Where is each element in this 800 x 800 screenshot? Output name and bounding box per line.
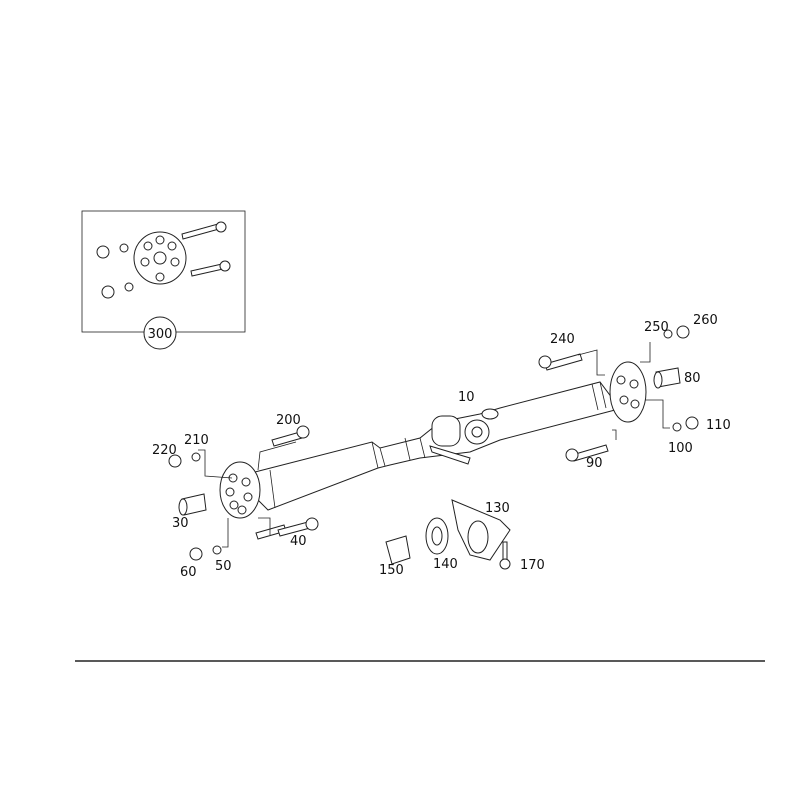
nut-icon [96,245,110,259]
callout-240: 240 [550,332,575,347]
callout-30: 30 [172,516,189,531]
callout-150: 150 [379,563,404,578]
washer-50-icon [212,545,222,555]
washer-icon [124,282,134,292]
nut-60-icon [189,547,203,561]
nut-220-icon [168,454,182,468]
washer-210-icon [191,452,201,462]
callout-40: 40 [290,534,307,549]
nut-110-icon [685,416,699,430]
callout-260: 260 [693,313,718,328]
washer-100-icon [672,422,682,432]
callout-90: 90 [586,456,603,471]
callout-circle [143,316,177,350]
bolt-icon [181,223,220,240]
bolt-icon [190,263,224,277]
callout-50: 50 [215,559,232,574]
washer-250-icon [663,329,673,339]
callout-labels: 10 30 40 50 60 80 90 100 110 130 140 150… [152,313,731,580]
callout-210: 210 [184,433,209,448]
callout-100: 100 [668,441,693,456]
callout-140: 140 [433,557,458,572]
boot-150-icon [385,535,411,565]
callout-250: 250 [644,320,669,335]
callout-80: 80 [684,371,701,386]
nut-icon [101,285,115,299]
washer-icon [119,243,129,253]
center-support-bracket-icon [431,415,461,447]
callout-10: 10 [458,390,475,405]
callout-110: 110 [706,418,731,433]
callout-300: 300 [148,327,173,342]
propeller-shaft [219,361,647,519]
flex-disc-right-icon [609,361,647,423]
callout-130: 130 [485,501,510,516]
flex-disc-kit-inset: 300 [81,210,246,350]
callout-200: 200 [276,413,301,428]
callout-170: 170 [520,558,545,573]
nut-260-icon [676,325,690,339]
callout-220: 220 [152,443,177,458]
callout-60: 60 [180,565,197,580]
